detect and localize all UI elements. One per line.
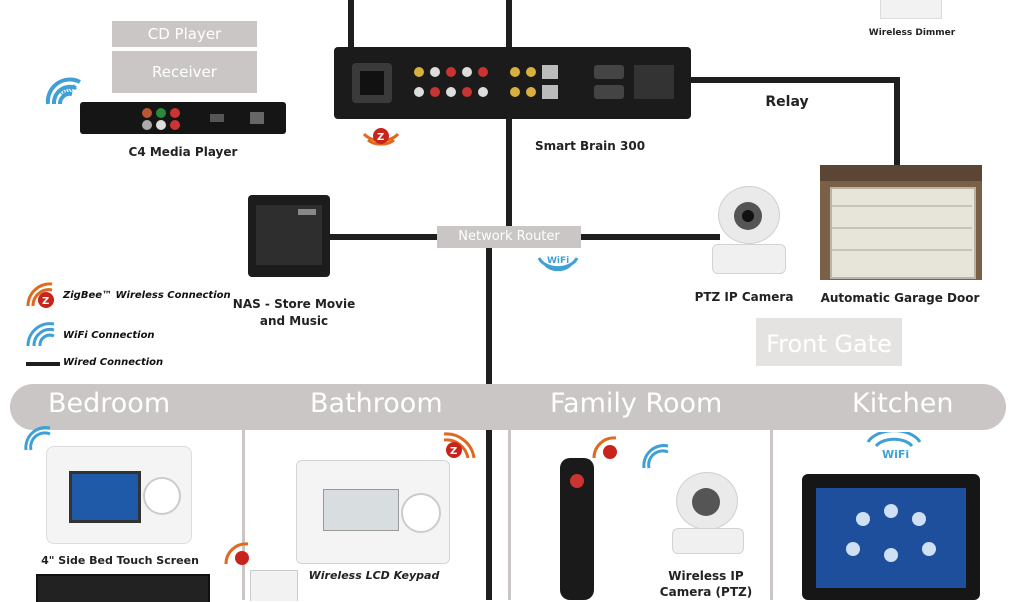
kitchen-touch-panel-device [802, 474, 980, 600]
svg-text:WiFi: WiFi [59, 83, 78, 99]
room-kitchen: Kitchen [852, 388, 954, 419]
wire-router-to-camera [578, 234, 720, 240]
media-player-label: C4 Media Player [128, 145, 238, 159]
receiver-label: Receiver [152, 63, 217, 81]
wifi-icon: WiFi [862, 432, 926, 466]
zigbee-icon [222, 540, 254, 570]
wire-router-down [486, 246, 492, 386]
cd-player-label: CD Player [147, 25, 222, 43]
ptz-camera-label: PTZ IP Camera [694, 290, 794, 304]
media-player-device [80, 102, 286, 134]
wireless-dimmer-device [880, 0, 942, 19]
legend-wifi-label: WiFi Connection [63, 330, 155, 341]
lcd-keypad-device [296, 460, 450, 564]
bedroom-touch-screen-device [46, 446, 192, 544]
wifi-icon [22, 424, 56, 456]
wifi-badge-text: WiFi [547, 256, 569, 266]
wire-nas-to-router [330, 234, 440, 240]
smart-brain-label: Smart Brain 300 [534, 139, 646, 153]
wifi-icon [640, 442, 674, 474]
legend-zigbee-label: ZigBee™ Wireless Connection [63, 290, 231, 301]
zigbee-icon [590, 434, 622, 464]
wifi-icon [24, 318, 60, 352]
lcd-keypad-label: Wireless LCD Keypad [308, 569, 440, 582]
nas-device [248, 195, 330, 277]
room-family-room: Family Room [550, 388, 723, 419]
wire-top-1 [348, 0, 354, 48]
garage-door-label: Automatic Garage Door [820, 291, 980, 305]
front-gate-box: Front Gate [756, 318, 902, 366]
network-router-box: Network Router [437, 226, 581, 248]
wifi-icon: WiFi [44, 74, 84, 110]
divider-2 [508, 430, 511, 600]
wire-relay-vertical [894, 77, 900, 165]
zigbee-icon: Z [440, 428, 480, 462]
svg-text:Z: Z [377, 132, 384, 143]
room-bathroom: Bathroom [310, 388, 443, 419]
wifi-badge-text: WiFi [882, 448, 909, 461]
motion-sensor-device [250, 570, 298, 601]
garage-door-image [820, 165, 982, 280]
bedroom-tv [36, 574, 210, 602]
cd-player-box: CD Player [112, 21, 257, 47]
wifi-icon: WiFi [535, 250, 581, 278]
wireless-dimmer-label: Wireless Dimmer [868, 28, 956, 38]
zigbee-icon: Z [24, 280, 60, 314]
legend-wired-label: Wired Connection [63, 357, 164, 368]
remote-control-device [560, 458, 594, 600]
smart-brain-device [334, 47, 691, 119]
wire-brain-to-router [506, 118, 512, 228]
front-gate-label: Front Gate [766, 330, 892, 358]
receiver-box: Receiver [112, 51, 257, 93]
rooms-bar [10, 384, 1006, 430]
wire-relay-horizontal [690, 77, 900, 83]
divider-1 [242, 430, 245, 600]
nas-label: NAS - Store Movie and Music [232, 297, 356, 328]
legend-wired-line [26, 362, 60, 366]
relay-label: Relay [765, 94, 809, 110]
wireless-camera-device [672, 468, 744, 554]
bedroom-touch-screen-label: 4" Side Bed Touch Screen [41, 554, 199, 567]
wire-top-2 [506, 0, 512, 48]
divider-3 [770, 430, 773, 600]
network-router-label: Network Router [458, 229, 560, 244]
ptz-camera-device [712, 186, 786, 274]
zigbee-icon: Z [358, 122, 404, 156]
wire-bathroom-down [486, 428, 492, 600]
room-bedroom: Bedroom [48, 388, 171, 419]
wireless-camera-label: Wireless IP Camera (PTZ) [659, 569, 753, 599]
svg-text:Z: Z [450, 446, 457, 457]
svg-text:Z: Z [42, 296, 49, 307]
